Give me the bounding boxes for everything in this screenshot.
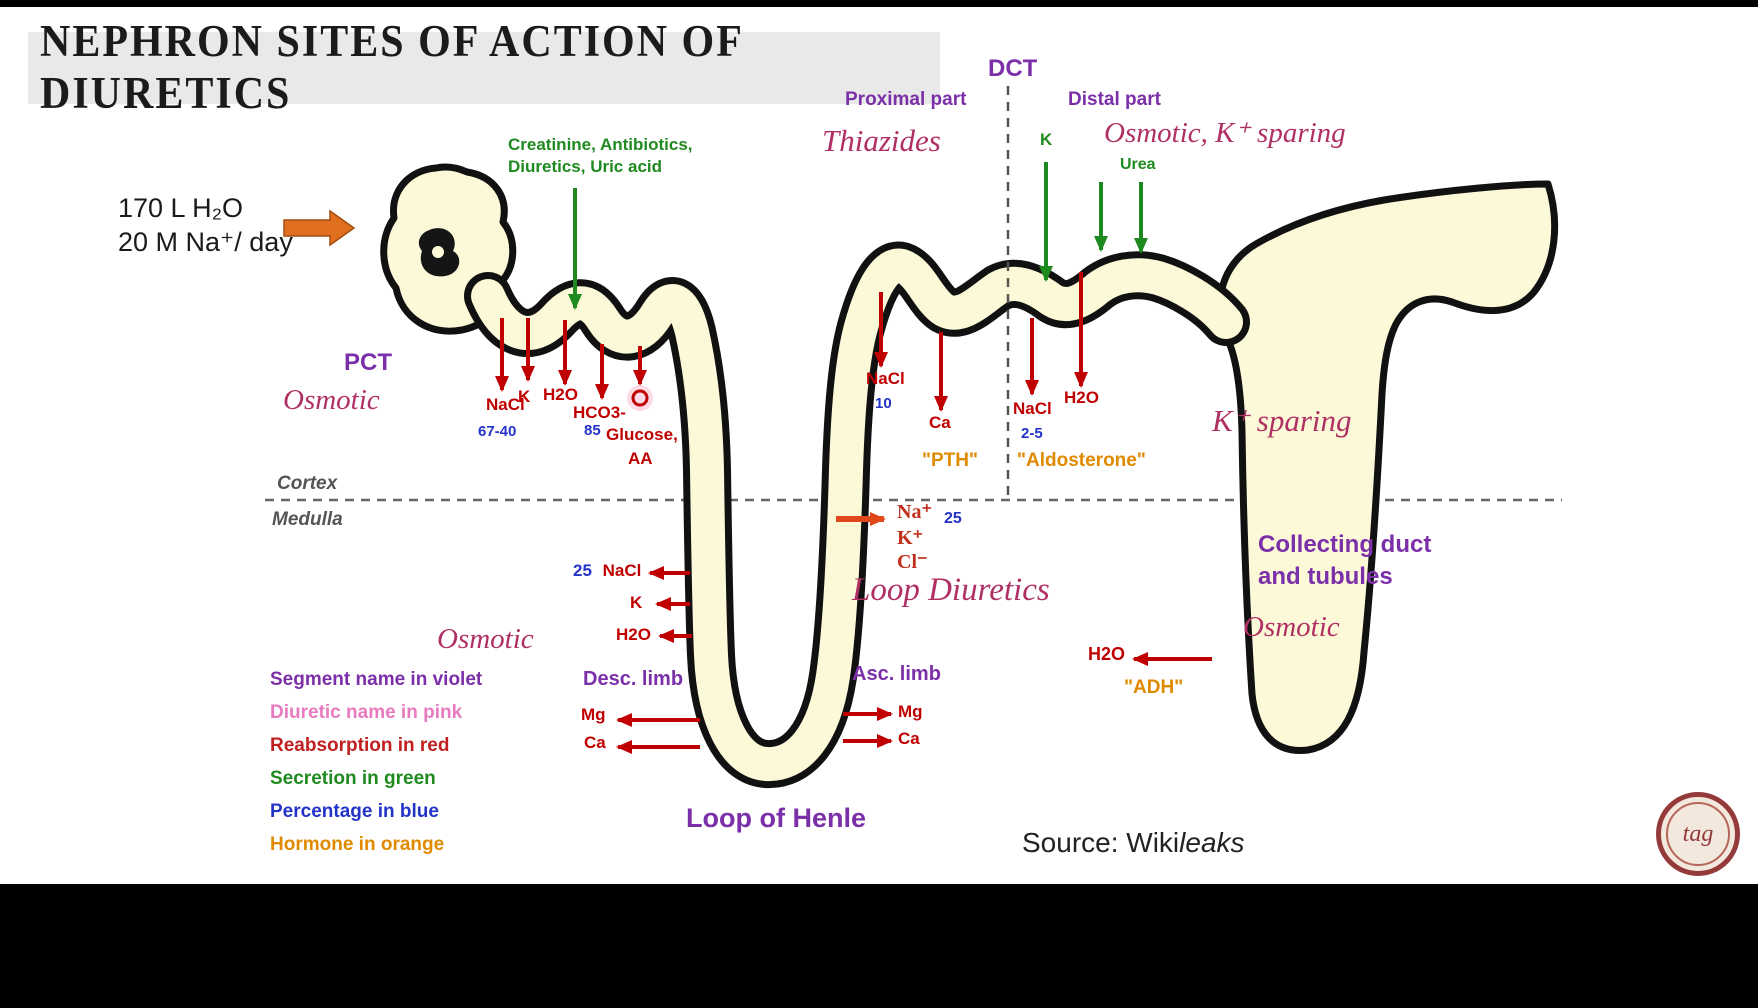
dct-nacl-percentage: 10 [875, 395, 892, 412]
glucose-carrier-icon [631, 389, 649, 407]
reab-cd-h2o: H2O [1088, 644, 1126, 664]
pct-nacl-percentage: 67-40 [478, 423, 517, 440]
inflow-line2: 20 M Na⁺/ day [118, 227, 293, 257]
reab-desc-h2o: H2O [616, 625, 651, 644]
watermark-logo-inner: tag [1666, 802, 1730, 866]
reab-loop-k: K⁺ [897, 527, 924, 549]
reab-asc-mg: Mg [898, 702, 923, 721]
dct2-nacl-percentage: 2-5 [1021, 425, 1043, 442]
reab-pct-nacl: NaCl [486, 395, 525, 414]
source-prefix: Source: Wiki [1022, 827, 1180, 858]
inflow-arrow [283, 209, 356, 247]
watermark-logo: tag [1656, 792, 1740, 876]
secretion-arrows [568, 162, 1148, 310]
reab-loop-na: Na⁺ [897, 501, 932, 523]
pct-hco3-percentage: 85 [584, 422, 601, 439]
segment-distal-part: Distal part [1068, 89, 1161, 110]
secretion-pct-line1: Creatinine, Antibiotics, [508, 135, 693, 154]
legend-item-percentage: Percentage in blue [270, 801, 439, 822]
reab-loop-cl: Cl⁻ [897, 551, 928, 573]
segment-collecting-tubules: and tubules [1258, 563, 1393, 590]
inflow-line1: 170 L H₂O [118, 193, 244, 223]
reab-asc-ca: Ca [898, 729, 920, 748]
source-italic: leaks [1179, 827, 1245, 858]
segment-proximal-part: Proximal part [845, 89, 967, 110]
region-cortex: Cortex [277, 473, 338, 494]
reab-desc-ca: Ca [584, 733, 606, 752]
desc-nacl-percentage: 25 [573, 561, 592, 580]
secretion-k: K [1040, 130, 1053, 149]
reab-dct-nacl: NaCl [866, 369, 905, 388]
reab-desc-nacl-group: 25 NaCl [573, 561, 642, 581]
watermark-logo-text: tag [1682, 820, 1714, 847]
segment-asc-limb: Asc. limb [852, 663, 941, 685]
reab-dct-h2o: H2O [1064, 388, 1099, 407]
diuretic-pct-osmotic: Osmotic [283, 384, 380, 416]
secretion-pct-line2: Diuretics, Uric acid [508, 157, 663, 176]
reab-pct-hco3: HCO3- [573, 403, 626, 422]
reab-pct-glucose2: AA [628, 449, 653, 468]
region-medulla: Medulla [272, 509, 343, 530]
reab-dct2-nacl: NaCl [1013, 399, 1052, 418]
secretion-urea: Urea [1120, 156, 1156, 173]
legend-item-segment: Segment name in violet [270, 669, 483, 690]
segment-pct: PCT [344, 349, 392, 376]
reab-dct-ca: Ca [929, 413, 951, 432]
letterbox-top [0, 0, 1758, 7]
legend-item-diuretic: Diuretic name in pink [270, 702, 463, 723]
source-credit: Source: Wikileaks [1022, 827, 1245, 859]
diuretic-cd-osmotic: Osmotic [1243, 611, 1340, 643]
reab-desc-k: K [630, 593, 643, 612]
segment-collecting-duct: Collecting duct [1258, 531, 1432, 558]
page-title: NEPHRON SITES OF ACTION OF DIURETICS [40, 17, 743, 119]
reab-pct-k: K [518, 387, 531, 406]
reab-desc-nacl: NaCl [602, 561, 642, 580]
reab-pct-glucose1: Glucose, [606, 425, 678, 444]
glucose-glow [627, 385, 653, 411]
legend-item-hormone: Hormone in orange [270, 834, 445, 855]
reab-pct-h2o: H2O [543, 385, 578, 404]
nephron-tubule-lumen [471, 248, 1243, 782]
title-bar: NEPHRON SITES OF ACTION OF DIURETICS [28, 17, 940, 119]
glomerulus-center [432, 246, 444, 258]
letterbox-bottom [0, 884, 1758, 1008]
legend-item-reabsorption: Reabsorption in red [270, 735, 450, 756]
segment-loop-of-henle: Loop of Henle [686, 803, 866, 833]
hormone-aldosterone: "Aldosterone" [1017, 450, 1146, 471]
hormone-pth: "PTH" [922, 450, 979, 471]
loop-percentage: 25 [944, 510, 962, 527]
diuretic-loop: Loop Diuretics [852, 572, 1050, 608]
reabsorption-arrows [495, 272, 1212, 754]
hormone-adh: "ADH" [1124, 677, 1184, 698]
reab-desc-mg: Mg [581, 705, 606, 724]
diuretic-distal-osmotic-k: Osmotic, K⁺ sparing [1104, 117, 1346, 149]
legend-item-secretion: Secretion in green [270, 768, 436, 789]
diuretic-k-sparing: K⁺ sparing [1212, 403, 1352, 438]
diuretic-desc-osmotic: Osmotic [437, 623, 534, 655]
diuretic-thiazides: Thiazides [822, 123, 941, 158]
segment-dct: DCT [988, 55, 1038, 82]
segment-desc-limb: Desc. limb [583, 668, 684, 690]
collecting-duct [1217, 180, 1559, 754]
